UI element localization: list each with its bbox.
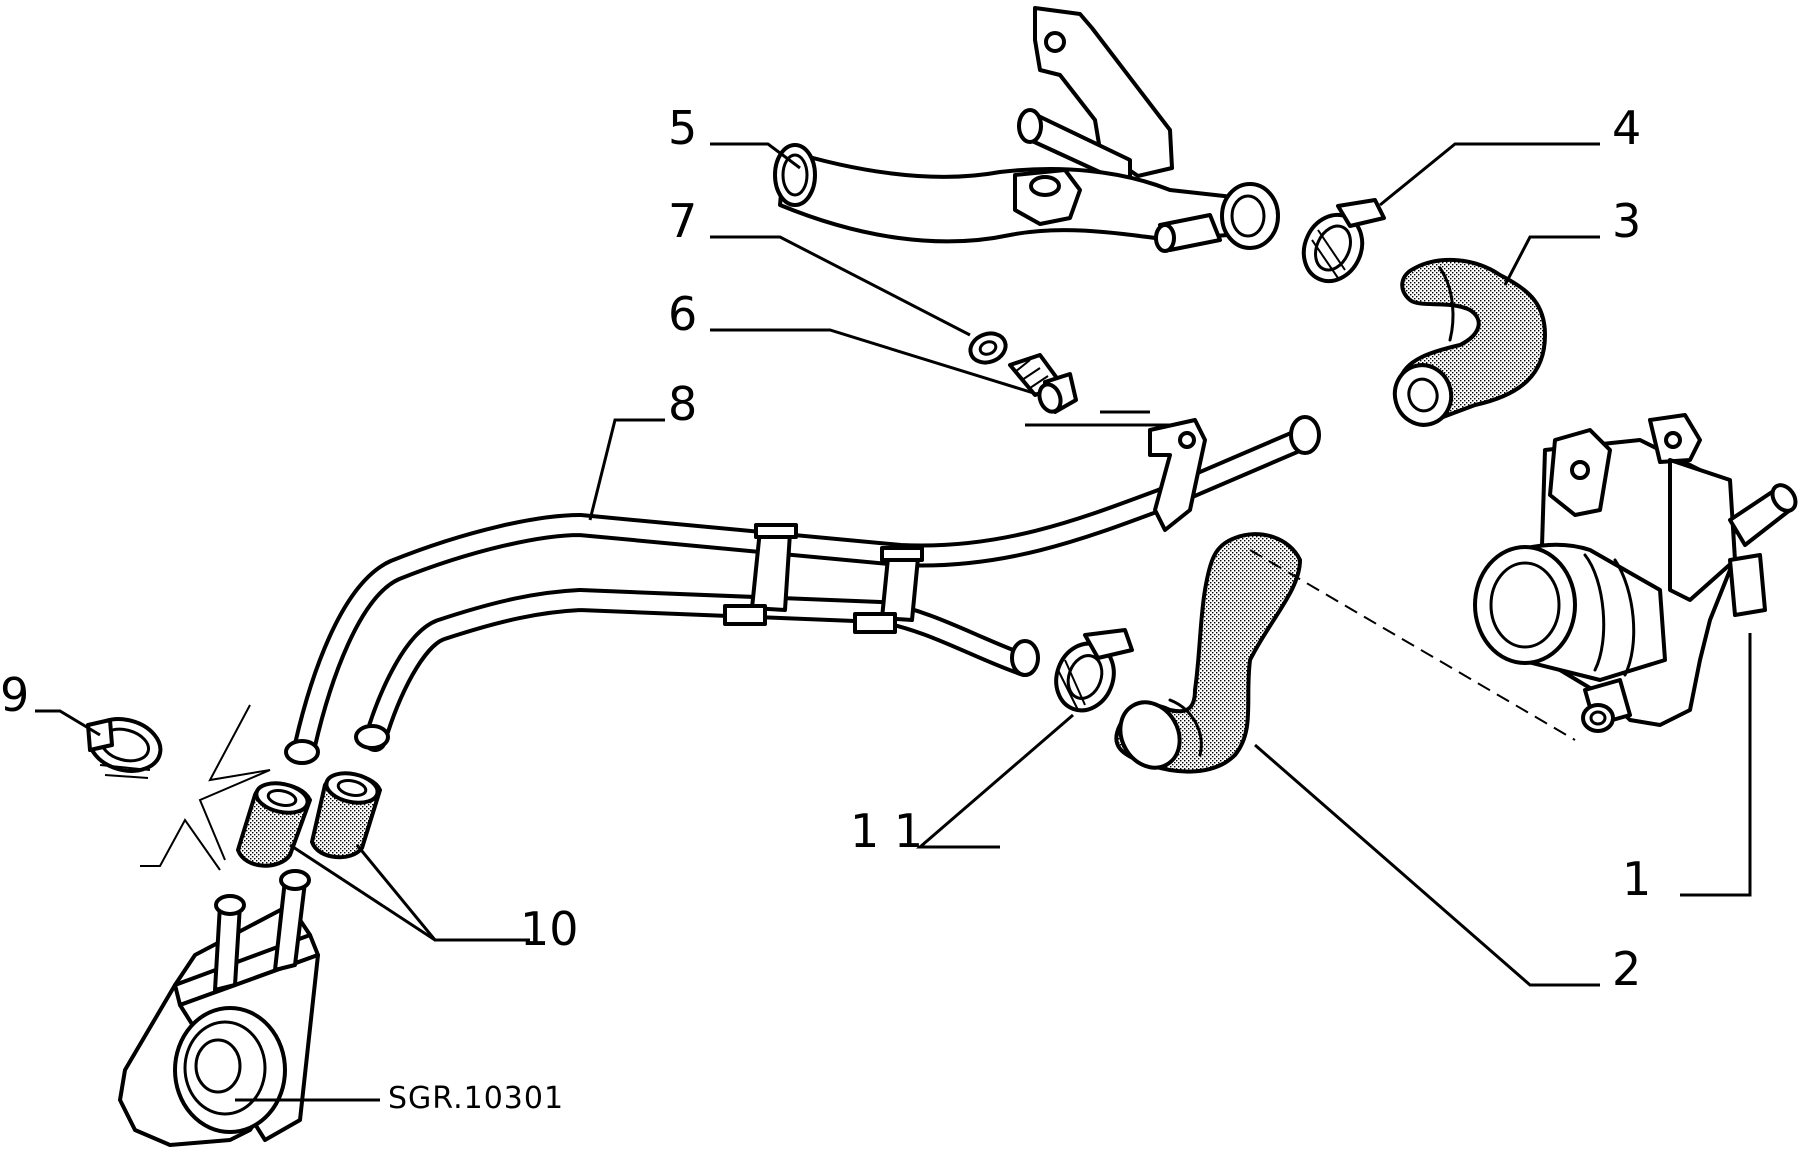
part-6-bolt (1008, 353, 1078, 414)
oil-cooler (118, 869, 320, 1147)
part-3-elbow-hose (1392, 257, 1547, 427)
part-1-thermostat-housing (1473, 413, 1798, 733)
label-4: 4 (1612, 101, 1641, 155)
label-9: 9 (0, 668, 29, 722)
diagram-code: SGR.10301 (388, 1081, 564, 1116)
part-2-lower-hose (1114, 532, 1302, 774)
callout-labels: 5 7 6 8 4 3 1 2 10 1 1 9 SGR.10301 (0, 101, 1651, 1116)
cut-marks (140, 704, 271, 871)
part-11-hose-clamp (1054, 628, 1134, 713)
part-10-hose-sleeves (236, 771, 382, 868)
label-11: 1 1 (850, 804, 923, 858)
label-6: 6 (668, 287, 697, 341)
part-7-washer (968, 331, 1008, 365)
label-2: 2 (1612, 942, 1641, 996)
label-7: 7 (668, 194, 697, 248)
part-9-small-clamp (86, 717, 163, 779)
part-4-hose-clamp (1301, 198, 1386, 284)
label-3: 3 (1612, 194, 1641, 248)
label-1: 1 (1622, 852, 1651, 906)
label-10: 10 (520, 902, 579, 956)
label-5: 5 (668, 101, 697, 155)
part-1-axis-line (1249, 549, 1576, 741)
part-5-upper-pipe (773, 6, 1280, 253)
label-8: 8 (668, 377, 697, 431)
part-8-twin-pipes (284, 415, 1321, 765)
leader-lines (35, 142, 1752, 1102)
